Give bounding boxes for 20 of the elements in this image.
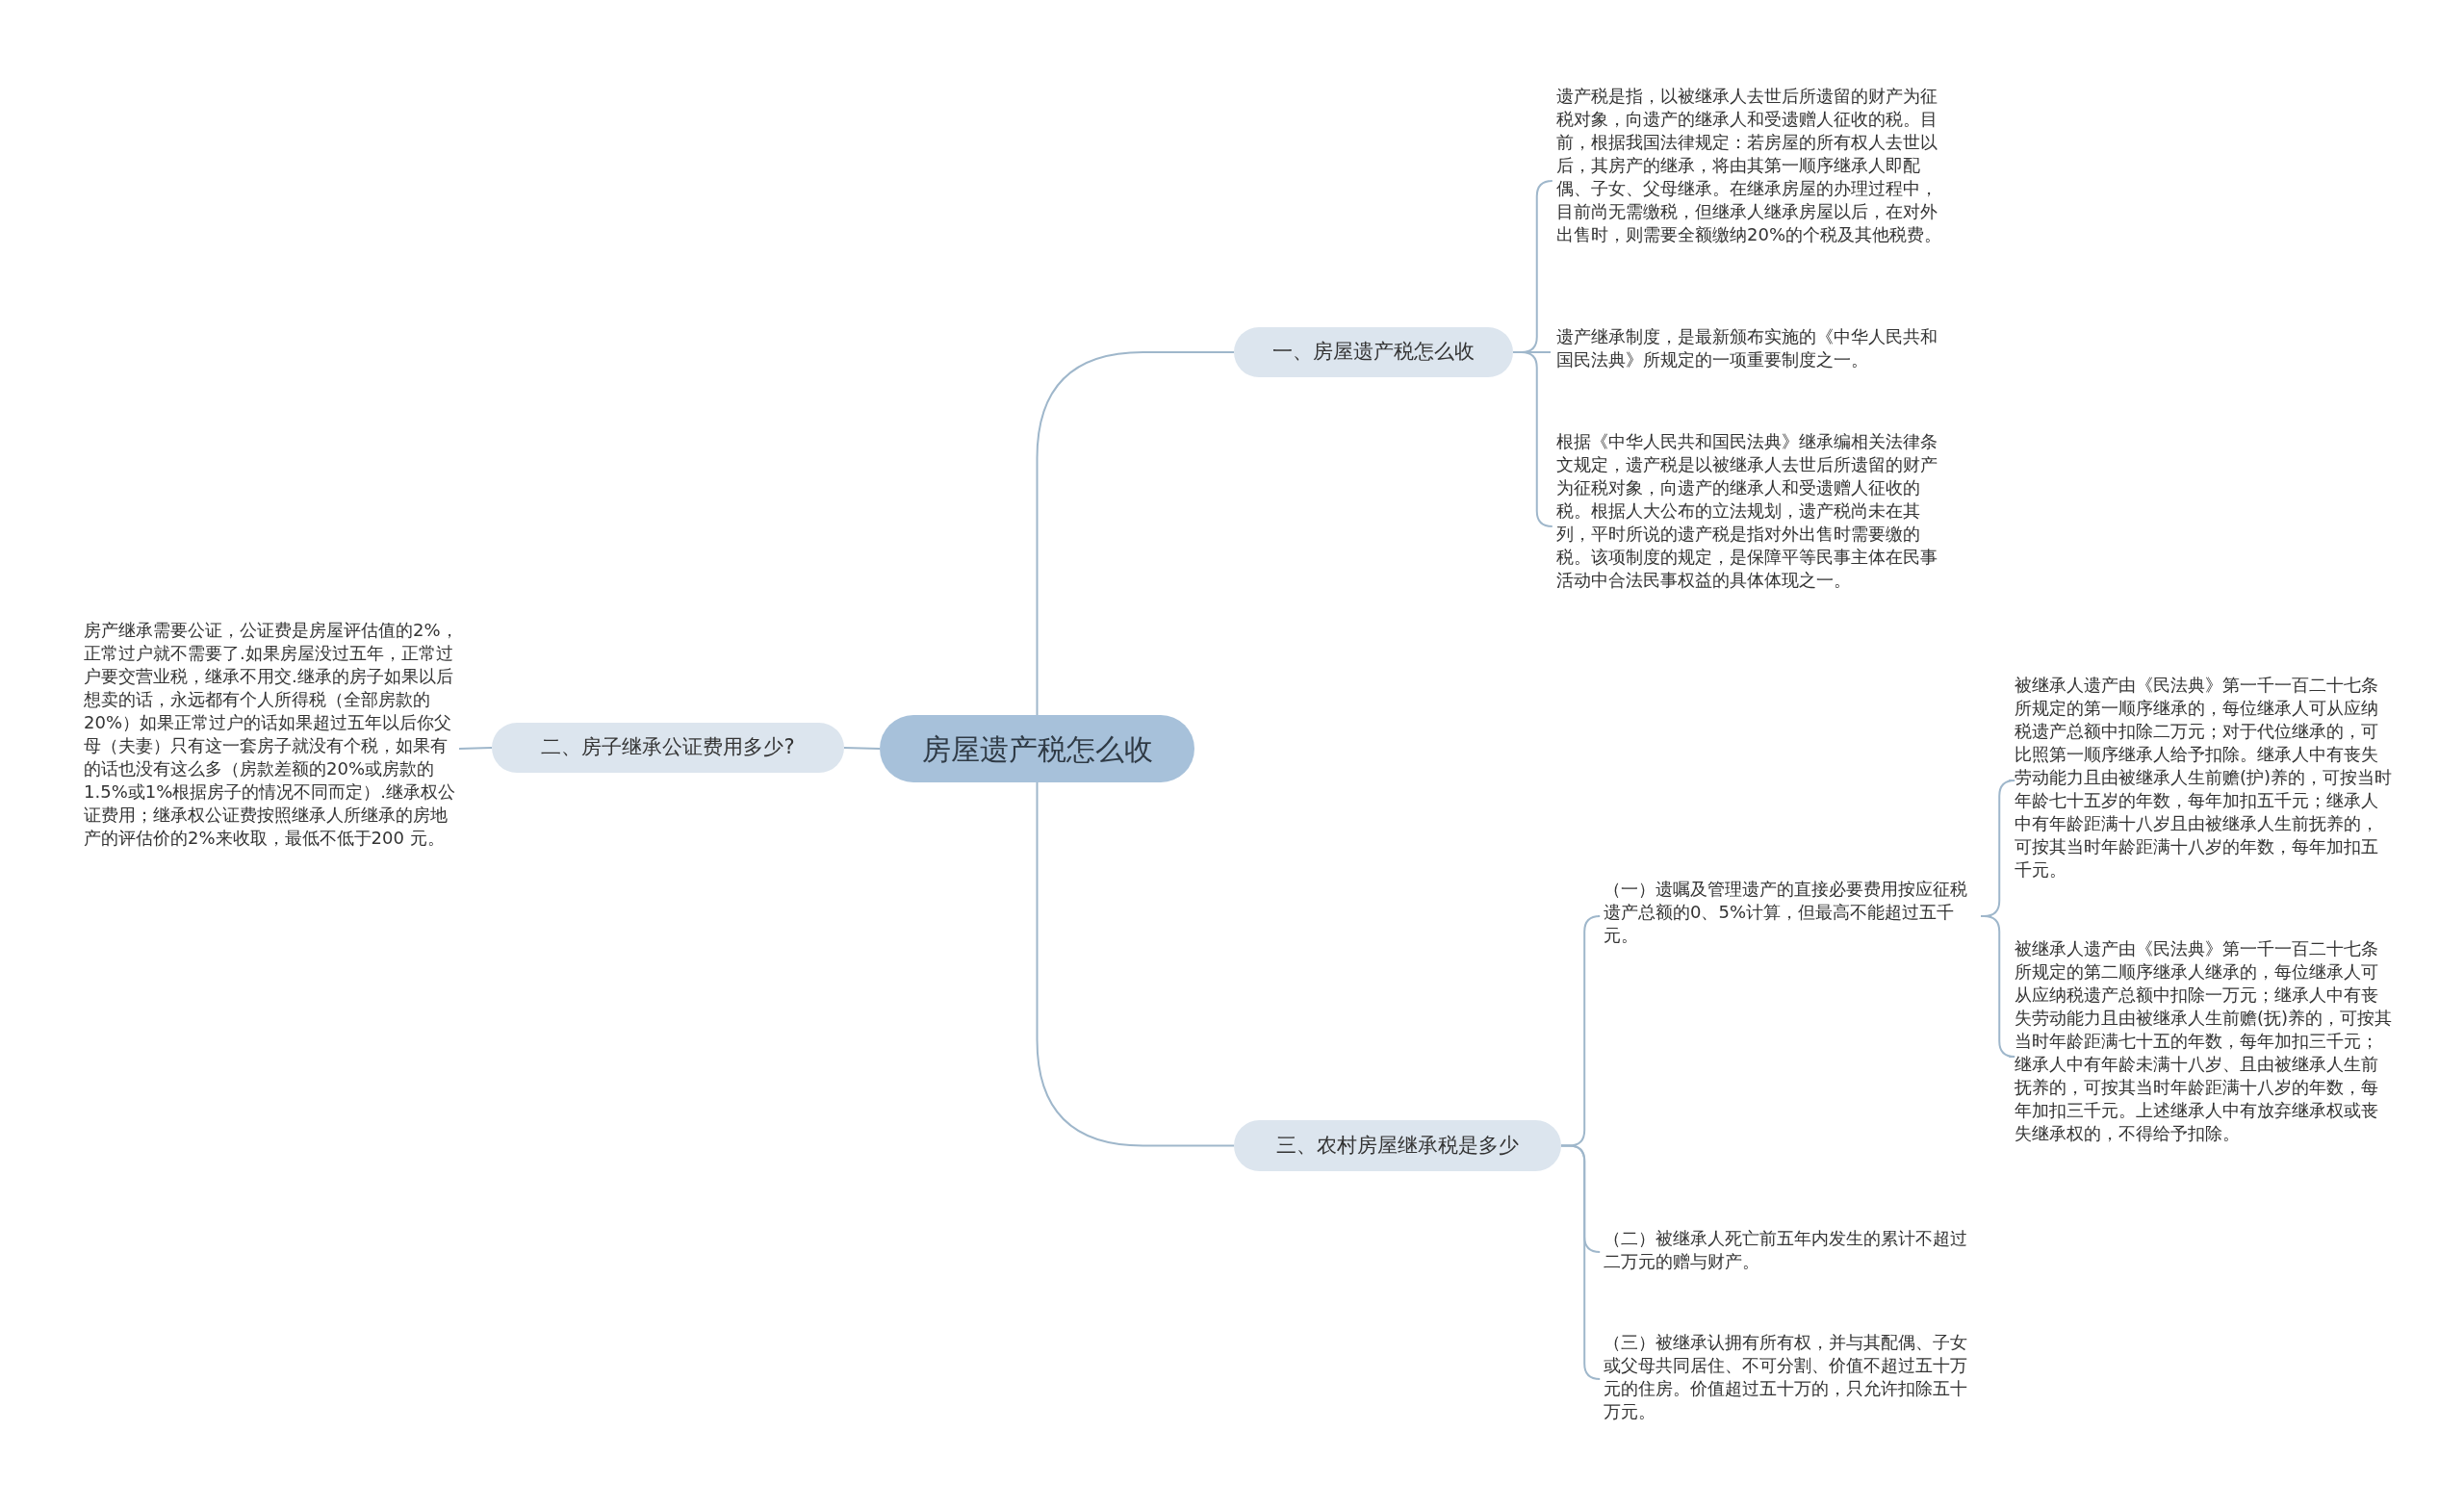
note-text: 遗产继承制度，是最新颁布实施的《中华人民共和国民法典》所规定的一项重要制度之一。 [1556, 325, 1941, 379]
note-text: （二）被继承人死亡前五年内发生的累计不超过二万元的赠与财产。 [1604, 1227, 1981, 1277]
note-text: 根据《中华人民共和国民法典》继承编相关法律条文规定，遗产税是以被继承人去世后所遗留的财产为征税对象，向遗产的继承人和受遗赠人征收的税。根据人大公布的立法规划，遗产税尚未在其列，平时所说的遗产税是指对外出售时需要缴的税。该项制度的规定，是保障平等民事主体在民事活动中合法民事权益的具体体现之一。 [1556, 430, 1941, 623]
topic-pill: 一、房屋遗产税怎么收 [1234, 327, 1513, 377]
note-text: （三）被继承认拥有所有权，并与其配偶、子女或父母共同居住、不可分割、价值不超过五十万元的住房。价值超过五十万的，只允许扣除五十万元。 [1604, 1331, 1981, 1427]
connector-line [1036, 351, 1235, 716]
topic-pill: 三、农村房屋继承税是多少 [1234, 1120, 1561, 1171]
note-text: 被继承人遗产由《民法典》第一千一百二十七条所规定的第二顺序继承人继承的，每位继承人可从应纳税遗产总额中扣除一万元；继承人中有丧失劳动能力且由被继承人生前赡(抚)养的，可按其当时年龄距满七十五的年数，每年加扣三千元；继承人中有年龄未满十八岁、且由被继承人生前抚养的，可按其当时年龄距满十八岁的年数，每年加扣三千元。上述继承人中有放弃继承权或丧失继承权的，不得给予扣除。 [2015, 937, 2395, 1176]
note-text: 遗产税是指，以被继承人去世后所遗留的财产为征税对象，向遗产的继承人和受遗赠人征收的税。目前，根据我国法律规定：若房屋的所有权人去世以后，其房产的继承，将由其第一顺序继承人即配偶、子女、父母继承。在继承房屋的办理过程中，目前尚无需缴税，但继承人继承房屋以后，在对外出售时，则需要全额缴纳20%的个税及其他税费。 [1556, 85, 1941, 277]
connector-line [1512, 351, 1553, 527]
note-text: 房产继承需要公证，公证费是房屋评估值的2%，正常过户就不需要了.如果房屋没过五年，正常过户要交营业税，继承不用交.继承的房子如果以后想卖的话，永远都有个人所得税（全部房款的20%）如果正常过户的话如果超过五年以后你父母（夫妻）只有这一套房子就没有个税，如果有的话也没有这么多（房款差额的20%或房款的1.5%或1%根据房子的情况不同而定）.继承权公证费用；继承权公证费按照继承人所继承的房地产的评估价的2%来收取，最低不低于200 元。 [84, 619, 459, 879]
central-topic: 房屋遗产税怎么收 [880, 715, 1194, 782]
note-text: （一）遗嘱及管理遗产的直接必要费用按应征税遗产总额的0、5%计算，但最高不能超过五千元。 [1604, 878, 1981, 955]
note-text: 被继承人遗产由《民法典》第一千一百二十七条所规定的第一顺序继承的，每位继承人可从应纳税遗产总额中扣除二万元；对于代位继承的，可比照第一顺序继承人给予扣除。继承人中有丧失劳动能力且由被继承人生前赡(护)养的，可按当时年龄七十五岁的年数，每年加扣五千元；继承人中有年龄距满十八岁且由被继承人生前抚养的，可按其当时年龄距满十八岁的年数，每年加扣五千元。 [2015, 674, 2395, 887]
connector-line [1036, 781, 1235, 1147]
connector-line [1980, 915, 2016, 1058]
connector-line [843, 747, 881, 750]
connector-line [1560, 1144, 1602, 1380]
topic-pill: 二、房子继承公证费用多少? [492, 723, 844, 773]
connector-line [458, 747, 493, 750]
